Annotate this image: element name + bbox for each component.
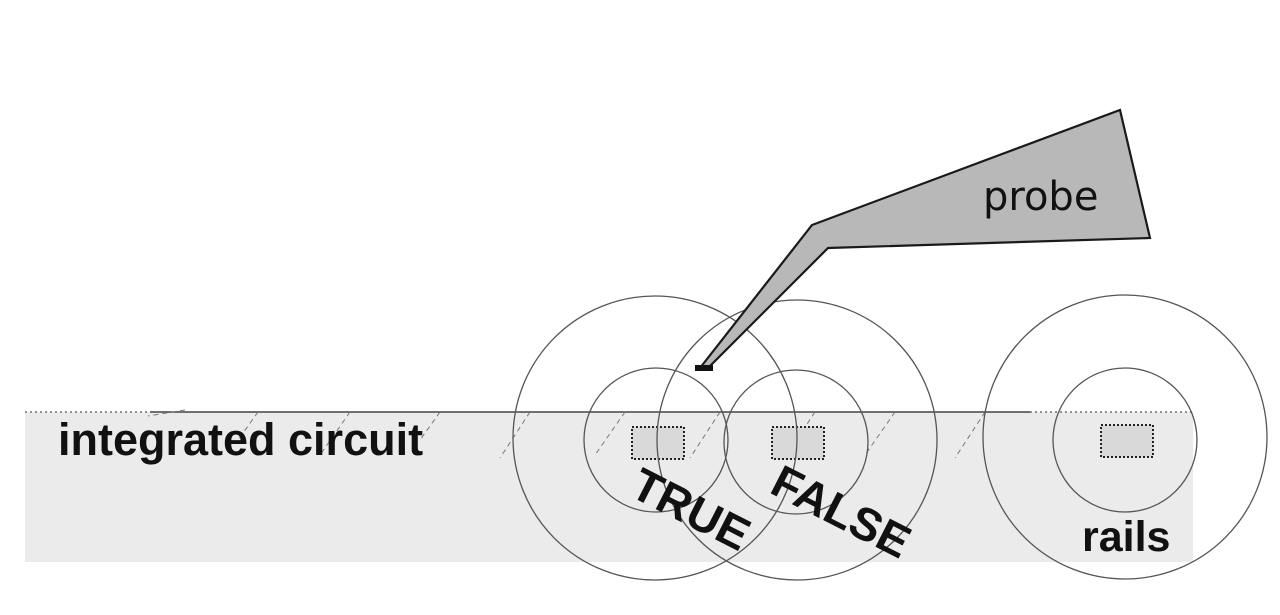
hatch-line xyxy=(689,411,721,459)
outer-circle-true xyxy=(512,295,798,581)
probe-label: probe xyxy=(983,174,1098,220)
integrated-circuit-substrate xyxy=(25,412,1193,562)
probe-shape xyxy=(697,108,1152,370)
contact-pad-false xyxy=(771,426,825,460)
hatch-line xyxy=(237,411,259,441)
inner-circle-false xyxy=(723,369,869,515)
outer-circle-false xyxy=(656,299,938,581)
hatch-line xyxy=(419,411,441,441)
rails-label: rails xyxy=(1082,513,1170,561)
outer-circle-rails xyxy=(982,294,1268,580)
integrated-circuit-label: integrated circuit xyxy=(58,414,423,465)
hatch-line xyxy=(147,409,186,417)
inner-circle-true xyxy=(583,367,729,513)
field-circles xyxy=(512,294,1268,581)
probe-tip-icon xyxy=(695,365,713,371)
inner-circle-rails xyxy=(1052,367,1198,513)
contact-pad-rails xyxy=(1100,424,1154,458)
hatch-line xyxy=(499,411,531,459)
hatch-line xyxy=(954,411,986,459)
